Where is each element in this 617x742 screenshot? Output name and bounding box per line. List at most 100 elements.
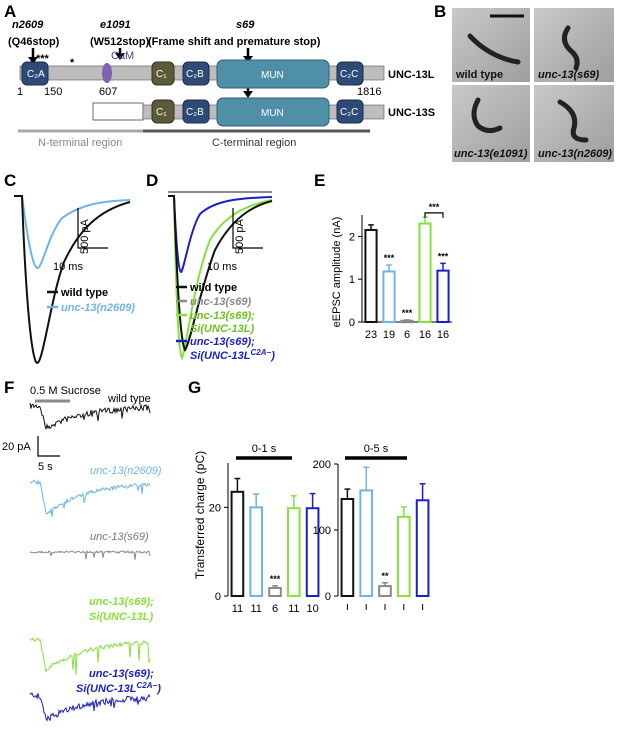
trace-f-n2609-label: unc-13(n2609)	[90, 465, 162, 477]
c-terminal-label: C-terminal region	[212, 137, 296, 149]
trace-wild-type-d	[168, 195, 273, 352]
panel-c-traces	[14, 195, 131, 364]
photo-wild-type	[452, 8, 530, 82]
n-count-label: 11	[250, 603, 261, 615]
n-count-label: 23	[365, 329, 377, 341]
unc-13l-diagram: C₂A CaM C₁ C₂B MUN C₂C UNC-13L 1 150 607…	[17, 50, 435, 98]
c2b-domain	[182, 61, 210, 86]
trace-f-13l	[29, 636, 151, 675]
mun-label: MUN	[261, 70, 284, 81]
mun-label-s: MUN	[261, 108, 284, 119]
bar	[340, 497, 355, 598]
trace-f-c2a-line1: unc-13(s69);	[89, 668, 154, 680]
bar	[286, 507, 301, 597]
worm-s69	[562, 25, 580, 71]
worm-n2609	[557, 99, 589, 143]
worm-e1091	[471, 97, 503, 134]
n-count-label: 16	[437, 329, 449, 341]
y-tick-label: 100	[313, 525, 331, 537]
n-count-label: 11	[232, 603, 243, 615]
unc-13s-diagram: C₁ C₂B MUN C₂C UNC-13S	[92, 97, 435, 127]
position-607: 607	[99, 86, 117, 98]
scale-bar-d	[232, 208, 263, 249]
trace-f-s69	[29, 549, 151, 560]
photo-label-n2609: unc-13(n2609)	[538, 148, 612, 160]
panel-f-traces	[29, 402, 151, 722]
panel-d-traces	[168, 191, 273, 361]
worm-photos	[452, 8, 614, 162]
c2a-domain	[21, 61, 49, 86]
legend-d: wild type unc-13(s69) unc-13(s69); Si(UN…	[176, 282, 275, 362]
legend-c-wild-type: wild type	[60, 287, 108, 299]
scale-d-x: 10 ms	[207, 261, 237, 273]
y-tick-label: 200	[313, 459, 331, 471]
legend-d-c2a-line1: unc-13(s69);	[190, 336, 255, 348]
trace-f-c2a-line2: Si(UNC-13LC2A−)	[76, 681, 161, 695]
bar	[415, 499, 430, 597]
c1-label-s: C₁	[156, 107, 167, 118]
mutation-s69-name: s69	[236, 19, 255, 31]
n-terminal-label: N-terminal region	[38, 137, 122, 149]
photo-label-wild-type: wild type	[455, 69, 503, 81]
photo-e1091	[452, 85, 530, 162]
position-1816: 1816	[357, 86, 381, 98]
interval-label-0-5s: 0-5 s	[364, 443, 389, 455]
trace-f-wild-type-label: wild type	[107, 393, 151, 405]
c2c-domain	[336, 61, 364, 86]
photo-s69	[534, 8, 614, 82]
interval-label-0-1s: 0-1 s	[252, 443, 277, 455]
panel-label-d: D	[146, 171, 158, 190]
n-count-label: 19	[383, 329, 395, 341]
legend-c-n2609: unc-13(n2609)	[61, 302, 135, 314]
panel-label-c: C	[4, 171, 16, 190]
bar	[418, 222, 432, 323]
cam-label: CaM	[111, 50, 134, 62]
legend-d-s69: unc-13(s69)	[190, 296, 251, 308]
trace-f-n2609	[29, 478, 151, 517]
trace-f-13l-line2: Si(UNC-13L)	[89, 611, 154, 623]
significance-label: ***	[402, 308, 413, 318]
c2c-label: C₂C	[340, 69, 358, 80]
trace-f-13l-line1: unc-13(s69);	[89, 596, 154, 608]
bar	[400, 319, 414, 324]
sucrose-label: 0.5 M Sucrose	[30, 385, 101, 397]
trace-f-wild-type	[29, 402, 151, 430]
scale-bar-f	[37, 436, 60, 457]
trace-13l-rescue-d	[168, 195, 273, 361]
n-count-label: 6	[272, 603, 278, 615]
trace-f-s69-label: unc-13(s69)	[90, 531, 149, 543]
unc-13s-label: UNC-13S	[388, 107, 435, 119]
bracket-label: ***	[429, 202, 440, 212]
bar	[230, 490, 245, 598]
y-tick-label: 0	[215, 591, 221, 603]
bar	[364, 228, 378, 323]
y-tick-label: 1	[349, 274, 355, 286]
c2b-label-s: C₂B	[186, 107, 204, 118]
y-tick-label: 0	[349, 317, 355, 329]
y-tick-label: 2	[349, 231, 355, 243]
scale-c-y: 500 pA	[79, 218, 91, 254]
legend-d-wild-type: wild type	[189, 282, 237, 294]
legend-d-13l-line1: unc-13(s69);	[190, 310, 255, 322]
panel-label-g: G	[188, 378, 201, 397]
significance-label: ***	[384, 253, 395, 263]
bar	[436, 269, 450, 324]
panel-label-b: B	[434, 2, 446, 21]
scale-f-x: 5 s	[38, 461, 53, 473]
y-tick-label: 20	[209, 502, 221, 514]
bar	[249, 506, 264, 598]
mutation-e1091-name: e1091	[100, 19, 131, 31]
cam-binding-site	[102, 63, 112, 83]
c2b-label: C₂B	[186, 69, 204, 80]
scale-c-x: 10 ms	[53, 261, 83, 273]
position-150: 150	[44, 86, 62, 98]
photo-label-e1091: unc-13(e1091)	[454, 148, 528, 160]
c2c-label-s: C₂C	[340, 107, 358, 118]
bar	[305, 507, 320, 597]
mun-domain	[216, 59, 330, 89]
significance-label: ***	[438, 251, 449, 261]
